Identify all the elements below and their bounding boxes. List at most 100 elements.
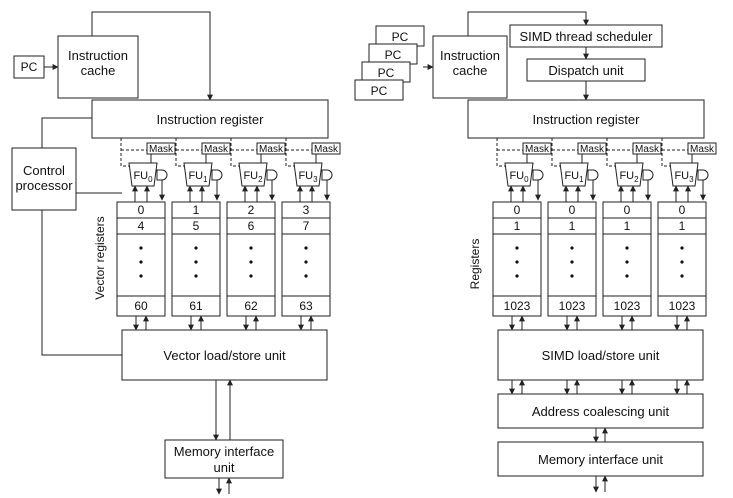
simd-thread-scheduler-label: SIMD thread scheduler: [520, 29, 654, 44]
lane-1-reg-top-0: 1: [193, 203, 200, 217]
vector-load-store-label: Vector load/store unit: [163, 348, 286, 363]
lane-3-output-gate: [697, 169, 709, 181]
dispatch-unit-label: Dispatch unit: [548, 63, 624, 78]
lane-3-mask-label: Mask: [690, 144, 715, 155]
lane-2-register-column: [226, 201, 276, 317]
pc-label-2: PC: [378, 66, 395, 80]
loadstore-coalescing-arrows: [509, 379, 690, 395]
lane-2-reg-ellipsis-2: [249, 274, 253, 278]
lane-0-fu-box: [128, 162, 158, 187]
lane-2-mask-label: Mask: [259, 144, 284, 155]
lane-2-mask-label: Mask: [635, 144, 660, 155]
lane-3-reg-top-1: 1: [679, 219, 686, 233]
lane-1-output-gate: [211, 169, 223, 181]
lane-1-register-column: [547, 201, 597, 317]
lane-3-reg-top-0: 3: [303, 203, 310, 217]
lane-2-register-column: [602, 201, 652, 317]
lane-3-reg-ellipsis-2: [304, 274, 308, 278]
lane-0-reg-bottom: 60: [134, 299, 148, 313]
cache-to-scheduler-arrow: [467, 11, 589, 36]
lane-1-reg-ellipsis-2: [194, 274, 198, 278]
vector-lanes: MaskFU00460MaskFU11561MaskFU22662MaskFU3…: [116, 138, 341, 331]
lane-1-output-gate: [587, 169, 599, 181]
lane-1-reg-ellipsis-1: [194, 260, 198, 264]
right-memory-interface-box: [497, 441, 704, 477]
left-instruction-register-box: [91, 99, 329, 139]
vector-registers-label: Vector registers: [93, 216, 107, 299]
lane-2-mask-box: [632, 142, 662, 155]
lane-1-mask-label: Mask: [580, 144, 605, 155]
left-memory-interface-line1: Memory interface: [174, 444, 274, 459]
lane-0-reg-ellipsis-0: [139, 246, 143, 250]
lane-3-register-column: [281, 201, 331, 317]
lane-3-fu-box: [293, 162, 323, 187]
lane-1-reg-ellipsis-1: [570, 260, 574, 264]
lane-2-reg-ellipsis-1: [249, 260, 253, 264]
lane-1-mask-box: [201, 142, 231, 155]
lane-0-reg-top-0: 0: [138, 203, 145, 217]
right-instruction-cache-line2: cache: [453, 63, 488, 78]
lane-3-reg-top-1: 7: [303, 219, 310, 233]
right-instruction-register-label: Instruction register: [533, 112, 641, 127]
lane-3-mask-box: [311, 142, 341, 155]
lane-0-mask-box: [146, 142, 176, 155]
lane-1-reg-ellipsis-0: [570, 246, 574, 250]
lane-0-mask-box: [522, 142, 552, 155]
pc-box-3: [354, 79, 404, 101]
lane-0-mask-wire: [120, 138, 129, 167]
lane-1-mask-wire: [551, 138, 560, 167]
address-coalescing-label: Address coalescing unit: [532, 404, 670, 419]
lane-1-fu-box: [183, 162, 213, 187]
control-to-loadstore-line: [41, 210, 122, 356]
right-instruction-cache-line1: Instruction: [440, 48, 500, 63]
lane-2-reg-top-0: 2: [248, 203, 255, 217]
lane-2-reg-top-1: 1: [624, 219, 631, 233]
lane-1-reg-ellipsis-0: [194, 246, 198, 250]
lane-0-mask-label: Mask: [525, 144, 550, 155]
address-coalescing-box: [497, 393, 704, 429]
lane-1-reg-bottom: 1023: [559, 299, 586, 313]
lane-1-mask-box: [577, 142, 607, 155]
lane-0-reg-ellipsis-1: [139, 260, 143, 264]
registers-label: Registers: [468, 239, 482, 290]
control-processor-line1: Control: [23, 163, 65, 178]
lane-2-reg-top-1: 6: [248, 219, 255, 233]
lane-3-reg-bottom: 63: [299, 299, 313, 313]
simd-load-store-label: SIMD load/store unit: [542, 348, 660, 363]
lane-2-mask-wire: [606, 138, 615, 167]
lane-3-mask-box: [687, 142, 717, 155]
cache-to-ir-arrow: [91, 11, 213, 101]
lane-0-mask-label: Mask: [149, 144, 174, 155]
lane-0-reg-bottom: 1023: [504, 299, 531, 313]
lane-2-reg-ellipsis-2: [625, 274, 629, 278]
pc-label-3: PC: [371, 84, 388, 98]
lane-3-reg-ellipsis-1: [304, 260, 308, 264]
right-instruction-cache-box: [432, 35, 508, 99]
ir-to-control-line: [41, 117, 92, 148]
lane-0-register-column: [492, 201, 542, 317]
lane-0-fu-box: [504, 162, 534, 187]
lane-3-output-gate: [321, 169, 333, 181]
lane-2-mask-box: [256, 142, 286, 155]
simd-lanes: MaskFU0011023MaskFU1011023MaskFU2011023M…: [492, 138, 717, 331]
lane-2-reg-ellipsis-0: [625, 246, 629, 250]
lane-2-mask-wire: [230, 138, 239, 167]
lane-1-reg-ellipsis-2: [570, 274, 574, 278]
right-memory-interface-label: Memory interface unit: [538, 452, 663, 467]
lane-0-reg-ellipsis-0: [515, 246, 519, 250]
pc-label-1: PC: [385, 48, 402, 62]
lane-3-fu-box: [669, 162, 699, 187]
left-memory-interface-line2: unit: [214, 460, 235, 475]
lane-3-register-column: [657, 201, 707, 317]
left-instruction-cache-box: [57, 35, 139, 99]
lane-0-reg-ellipsis-1: [515, 260, 519, 264]
lane-2-reg-bottom: 1023: [614, 299, 641, 313]
lane-3-mask-wire: [661, 138, 670, 167]
left-memory-interface-box: [164, 439, 284, 479]
control-processor-line2: processor: [15, 178, 73, 193]
simd-load-store-box: [497, 329, 704, 381]
lane-1-reg-top-0: 0: [569, 203, 576, 217]
